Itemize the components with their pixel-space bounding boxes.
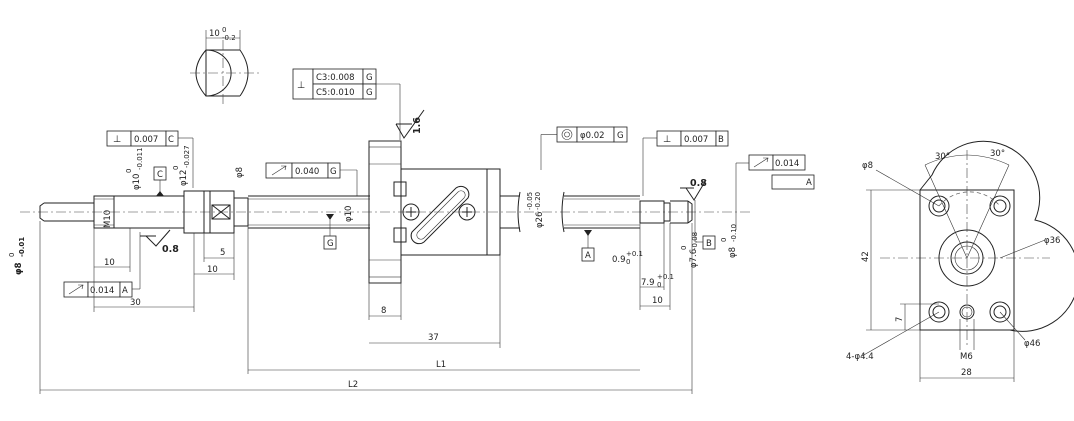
svg-text:0.8: 0.8: [690, 178, 707, 189]
svg-text:φ8: φ8: [235, 167, 245, 178]
right-perpendicularity-frame: ⊥ 0.007 B: [642, 130, 729, 196]
svg-text:0: 0: [172, 166, 180, 170]
svg-text:0: 0: [626, 258, 630, 266]
svg-text:⊥: ⊥: [663, 134, 671, 145]
coaxiality-datum: G: [617, 131, 624, 141]
svg-text:φ26: φ26: [535, 212, 545, 228]
svg-text:+0.1: +0.1: [626, 250, 643, 258]
svg-text:+0.1: +0.1: [657, 273, 674, 281]
svg-text:42: 42: [861, 251, 871, 262]
fcf-datum-c3: G: [366, 73, 373, 83]
svg-text:0: 0: [8, 253, 16, 257]
svg-text:30°: 30°: [935, 152, 950, 162]
svg-text:φ8: φ8: [728, 247, 738, 258]
svg-text:φ10: φ10: [344, 206, 354, 222]
chamfer-notes: 0.8 0.8: [140, 178, 707, 255]
datum-markers: C G A B: [153, 166, 716, 262]
svg-text:30°: 30°: [990, 149, 1005, 159]
svg-text:φ36: φ36: [1044, 236, 1060, 246]
svg-text:L1: L1: [436, 360, 446, 370]
svg-text:φ8: φ8: [862, 161, 873, 171]
roughness-value: 1.6: [412, 117, 423, 134]
svg-text:-0.027: -0.027: [183, 145, 191, 168]
svg-text:0: 0: [720, 238, 728, 242]
svg-text:30: 30: [130, 298, 141, 308]
mid-runout-value: 0.040: [295, 167, 319, 177]
flange-perpendicularity-frame: ⊥ C3:0.008 G C5:0.010 G: [292, 68, 401, 140]
svg-text:5: 5: [220, 248, 225, 258]
left-perp-datum: C: [168, 135, 174, 145]
svg-text:φ8: φ8: [14, 262, 24, 275]
left-runout-datum: A: [122, 286, 128, 296]
svg-text:G: G: [327, 239, 334, 249]
svg-text:C: C: [157, 170, 163, 180]
svg-text:0: 0: [680, 246, 688, 250]
surface-roughness-symbol: 1.6: [395, 109, 425, 139]
svg-text:4-φ4.4: 4-φ4.4: [846, 352, 874, 362]
right-runout-value: 0.014: [775, 159, 799, 169]
svg-text:28: 28: [961, 368, 972, 378]
flat-detail-view: 10 0 -0.2: [190, 26, 260, 104]
flat-dim: 10: [209, 29, 220, 39]
svg-text:⊥: ⊥: [113, 134, 121, 145]
left-runout-value: 0.014: [90, 286, 114, 296]
screw-shaft: [20, 190, 750, 234]
svg-text:37: 37: [428, 333, 439, 343]
coaxiality-frame: φ0.02 G: [540, 126, 628, 170]
svg-text:φ12: φ12: [179, 170, 189, 186]
svg-text:-0.20: -0.20: [534, 192, 542, 210]
fcf-value-c3: C3:0.008: [316, 73, 355, 83]
left-runout-frame: 0.014 A: [63, 232, 141, 298]
right-runout-frame: 0.014 A: [735, 154, 815, 230]
coaxiality-value: φ0.02: [580, 131, 605, 141]
svg-text:10: 10: [652, 296, 663, 306]
svg-text:B: B: [706, 239, 712, 249]
svg-text:-0.08: -0.08: [691, 232, 699, 250]
fcf-datum-c5: G: [366, 88, 373, 98]
flat-dim-upper: 0: [222, 26, 226, 34]
svg-text:M6: M6: [960, 352, 973, 362]
perpendicular-symbol: ⊥: [297, 80, 305, 91]
datum-b-box: [702, 235, 716, 250]
length-dimensions: 10 30 10 5 8 37 10 7.9 +0.1 0 0.9 +0.1 0…: [39, 221, 693, 394]
svg-text:10: 10: [207, 265, 218, 275]
svg-text:A: A: [585, 251, 591, 261]
right-perp-datum: B: [718, 135, 724, 145]
nut-end-view: 30° 30° φ8 φ36 φ46 42 7 4-φ4.4 M6 28: [846, 140, 1074, 382]
svg-text:0.9: 0.9: [612, 255, 626, 265]
fcf-value-c5: C5:0.010: [316, 88, 355, 98]
right-runout-datum: A: [806, 178, 812, 188]
svg-text:10: 10: [104, 258, 115, 268]
right-perp-value: 0.007: [684, 135, 708, 145]
svg-text:-0.011: -0.011: [136, 147, 144, 170]
svg-text:φ46: φ46: [1024, 339, 1040, 349]
svg-text:7.9: 7.9: [641, 278, 655, 288]
svg-text:-0.05: -0.05: [526, 192, 534, 210]
svg-text:8: 8: [381, 306, 386, 316]
left-perp-value: 0.007: [134, 135, 158, 145]
svg-text:φ10: φ10: [132, 174, 142, 190]
mid-runout-datum: G: [330, 167, 337, 177]
ball-nut: [368, 140, 501, 284]
left-perpendicularity-frame: ⊥ 0.007 C: [106, 130, 194, 188]
svg-text:φ7.6: φ7.6: [689, 249, 699, 268]
svg-text:7: 7: [895, 317, 905, 322]
svg-text:0: 0: [657, 281, 661, 289]
svg-text:-0.01: -0.01: [18, 237, 26, 257]
svg-text:0: 0: [125, 169, 133, 173]
diameter-labels: φ8 0 -0.01 M10 φ10 0 -0.011 φ12 0 -0.027…: [8, 145, 738, 275]
svg-text:0.8: 0.8: [162, 244, 179, 255]
mid-runout-frame: 0.040 G: [265, 162, 358, 196]
svg-text:L2: L2: [348, 380, 358, 390]
flat-dim-lower: -0.2: [222, 34, 236, 42]
svg-text:-0.10: -0.10: [730, 224, 738, 242]
thread-label: M10: [103, 210, 113, 228]
